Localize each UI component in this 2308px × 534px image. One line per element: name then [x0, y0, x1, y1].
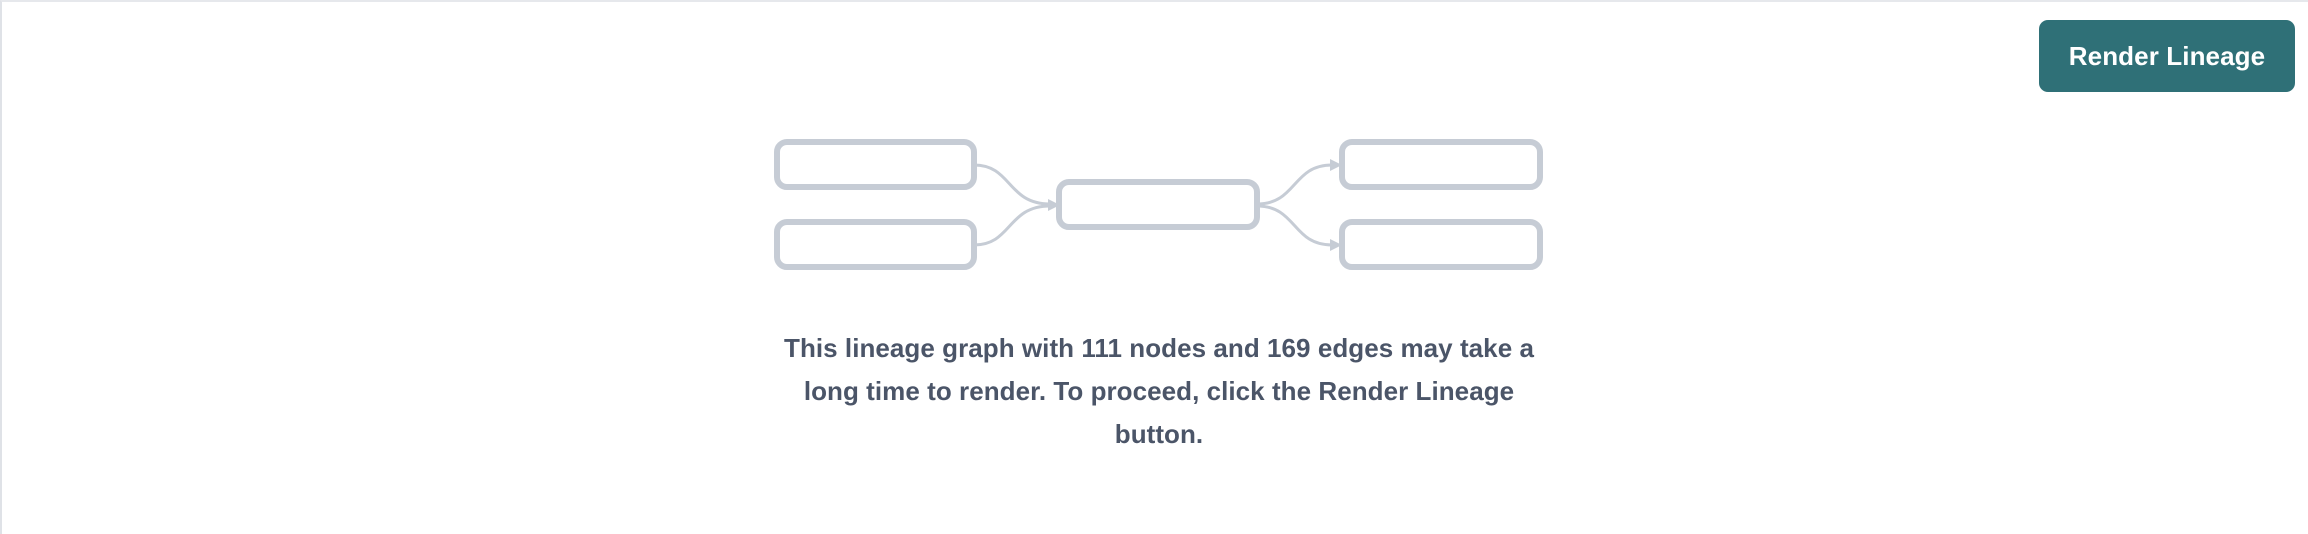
- edge-left-bottom-to-center: [973, 204, 1051, 247]
- arrowhead-icon-into-center: [1048, 199, 1060, 211]
- placeholder-node-left-top: [774, 139, 977, 190]
- arrowhead-icon-into-right-top: [1330, 159, 1342, 171]
- edge-center-to-right-bottom: [1256, 204, 1333, 247]
- edge-center-to-right-top: [1256, 163, 1333, 206]
- placeholder-node-right-top: [1339, 139, 1543, 190]
- lineage-warning-message: This lineage graph with 111 nodes and 16…: [784, 333, 1534, 449]
- edge-left-top-to-center: [973, 163, 1051, 206]
- render-lineage-button[interactable]: Render Lineage: [2039, 20, 2295, 92]
- placeholder-node-left-bottom: [774, 219, 977, 270]
- arrowhead-icon-into-right-bottom: [1330, 239, 1342, 251]
- lineage-placeholder-graph: [762, 130, 1562, 285]
- placeholder-node-center: [1056, 179, 1260, 230]
- placeholder-node-right-bottom: [1339, 219, 1543, 270]
- placeholder-graph-svg: [774, 139, 1543, 270]
